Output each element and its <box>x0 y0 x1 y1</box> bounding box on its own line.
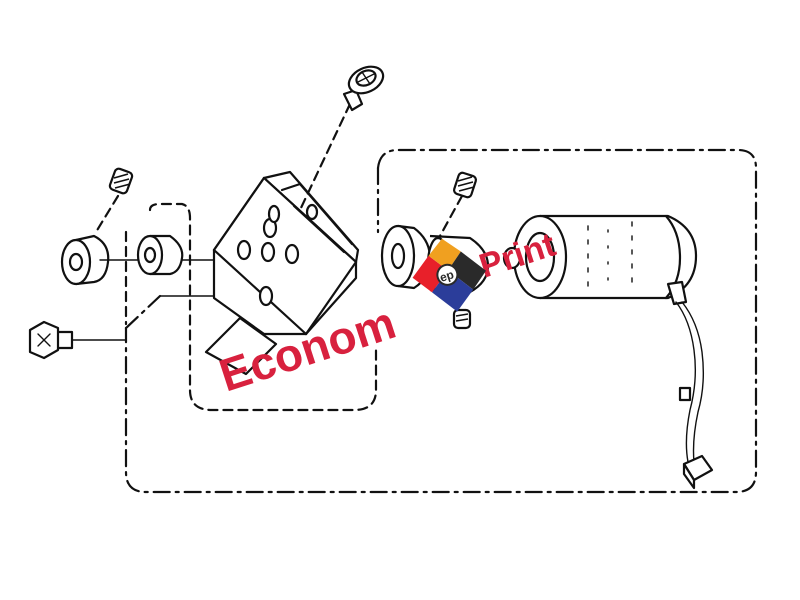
mounting-block-icon <box>204 170 360 376</box>
collar-left-icon <box>60 234 110 286</box>
screw-top-icon <box>298 65 385 212</box>
spacer-bushing-icon <box>136 234 184 276</box>
motor-cable-icon <box>666 280 705 463</box>
set-screw-left-icon <box>94 167 134 234</box>
bolt-leader-line <box>124 294 162 330</box>
cable-connector-icon <box>682 454 714 490</box>
assembly-boundary-outline <box>124 148 758 494</box>
bolt-left-icon <box>28 320 127 360</box>
block-group-outline <box>148 202 378 412</box>
pulley-collar-icon <box>380 224 490 294</box>
motor-icon <box>502 214 698 300</box>
